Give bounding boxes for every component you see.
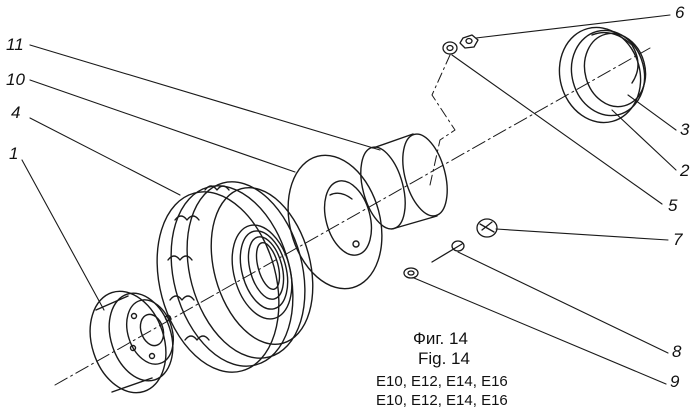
- label-3: 3: [680, 120, 690, 139]
- valve-nut: [442, 34, 479, 55]
- wheel-rim: [89, 290, 174, 394]
- label-6: 6: [675, 3, 685, 22]
- rim-flap: [360, 133, 448, 230]
- label-1: 1: [9, 144, 18, 163]
- valve-assembly: [403, 218, 498, 279]
- label-11: 11: [6, 35, 24, 54]
- label-4: 4: [11, 103, 20, 122]
- label-9: 9: [670, 372, 680, 391]
- inner-tube: [287, 154, 383, 290]
- label-8: 8: [672, 342, 682, 361]
- label-2: 2: [679, 161, 690, 180]
- label-5: 5: [668, 196, 678, 215]
- caption-title-en: Fig. 14: [418, 349, 470, 368]
- caption-models-2: E10, E12, E14, E16: [376, 392, 508, 409]
- lock-ring: [558, 26, 647, 124]
- label-7: 7: [673, 230, 683, 249]
- leader-lines: [21, 14, 677, 385]
- part-labels: 1 4 10 11 6 3 2 5 7 8 9: [6, 3, 690, 391]
- caption-models-1: E10, E12, E14, E16: [376, 373, 508, 390]
- center-axis: [54, 47, 651, 386]
- label-10: 10: [6, 70, 25, 89]
- tyre: [156, 181, 314, 373]
- caption-title-ru: Фиг. 14: [413, 329, 468, 348]
- figure-caption: Фиг. 14 Fig. 14 E10, E12, E14, E16 E10, …: [376, 329, 508, 409]
